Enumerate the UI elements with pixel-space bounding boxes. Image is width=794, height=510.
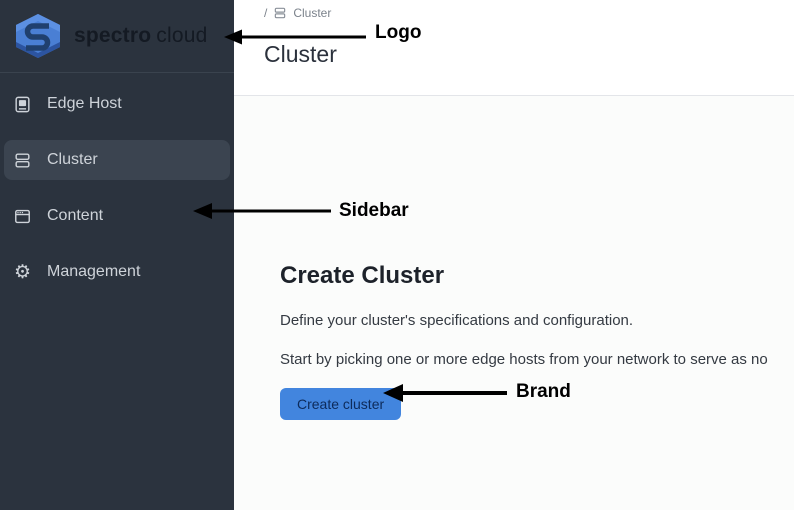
sidebar-item-label: Edge Host: [47, 95, 122, 112]
sidebar-item-edge-host[interactable]: Edge Host: [4, 84, 230, 124]
brand-name-secondary: cloud: [156, 24, 208, 47]
edge-host-icon: [13, 95, 32, 114]
breadcrumb-item[interactable]: Cluster: [293, 6, 332, 20]
sidebar-item-label: Management: [47, 263, 141, 280]
sidebar-nav: Edge Host Cluster Content: [0, 73, 234, 292]
content-icon: [13, 207, 32, 226]
sidebar-item-management[interactable]: ⚙ Management: [4, 252, 230, 292]
create-cluster-button[interactable]: Create cluster: [280, 388, 402, 420]
section-description-1: Define your cluster's specifications and…: [280, 312, 634, 329]
create-cluster-section: Create Cluster Define your cluster's spe…: [234, 96, 794, 420]
sidebar-item-label: Content: [47, 207, 104, 224]
cluster-icon: [13, 151, 32, 170]
sidebar-item-cluster[interactable]: Cluster: [4, 140, 230, 180]
cluster-icon: [275, 7, 286, 19]
sidebar-item-content[interactable]: Content: [4, 196, 230, 236]
breadcrumb[interactable]: / Cluster: [264, 6, 794, 20]
section-description-2: Start by picking one or more edge hosts …: [280, 351, 768, 368]
sidebar-item-label: Cluster: [47, 151, 98, 168]
brand-name-primary: spectro: [74, 24, 152, 47]
breadcrumb-separator: /: [264, 6, 268, 20]
gear-icon: ⚙: [13, 261, 32, 283]
spectro-cloud-logo-icon: [16, 14, 60, 58]
section-heading: Create Cluster: [280, 262, 445, 289]
page-header: / Cluster Cluster: [234, 0, 794, 96]
page-title: Cluster: [264, 41, 337, 67]
main-area: / Cluster Cluster Create Cluster Define …: [234, 0, 794, 510]
